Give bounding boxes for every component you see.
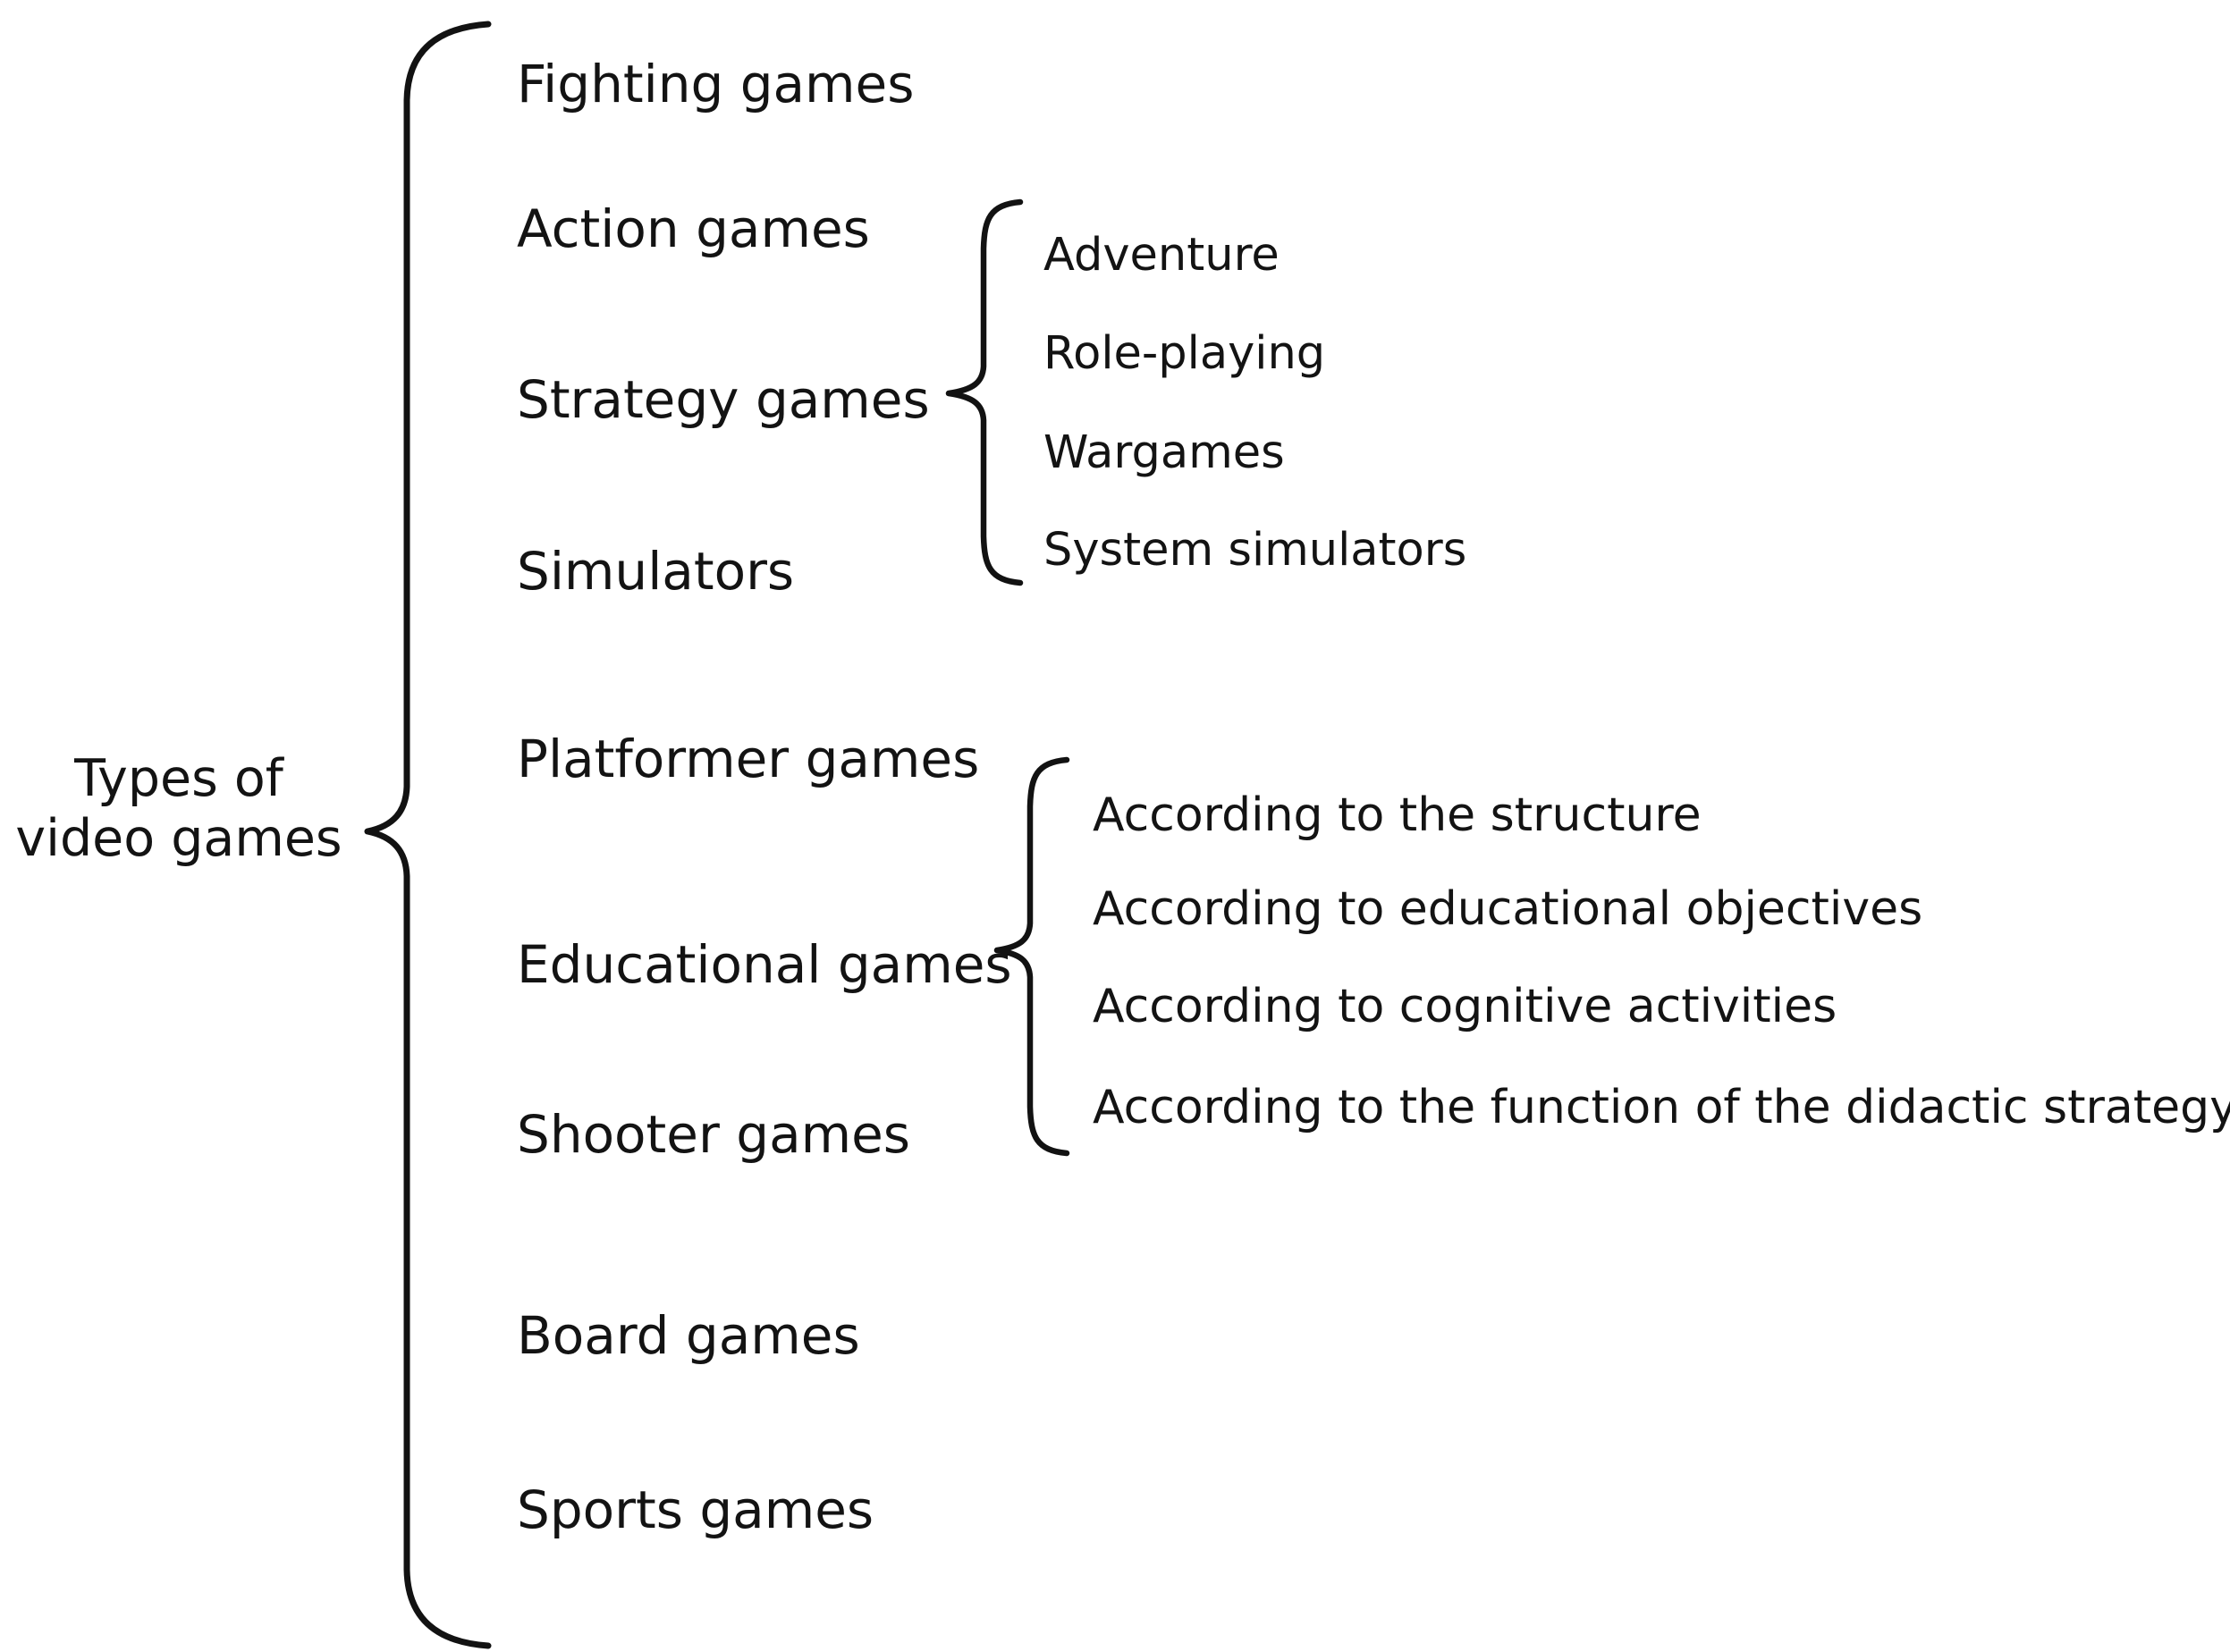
node-fighting-games: Fighting games	[517, 54, 915, 114]
root-label-line-2: video games	[15, 809, 342, 869]
node-according-to-educational-objectives: According to educational objectives	[1093, 882, 1923, 936]
node-board-games: Board games	[517, 1305, 860, 1366]
strategy-brace	[945, 198, 1024, 586]
node-educational-games: Educational games	[517, 934, 1012, 995]
root-label: Types of video games	[0, 749, 358, 870]
node-platformer-games: Platformer games	[517, 729, 980, 789]
root-brace	[364, 21, 492, 1649]
node-according-to-structure: According to the structure	[1093, 788, 1702, 842]
node-strategy-games: Strategy games	[517, 369, 930, 430]
node-according-to-didactic-strategy: According to the function of the didacti…	[1093, 1081, 2230, 1134]
node-wargames: Wargames	[1043, 426, 1285, 479]
node-adventure: Adventure	[1043, 229, 1280, 282]
node-action-games: Action games	[517, 198, 870, 259]
node-simulators: Simulators	[517, 541, 795, 602]
node-according-to-cognitive-activities: According to cognitive activities	[1093, 980, 1837, 1033]
root-label-line-1: Types of	[74, 749, 283, 808]
node-sports-games: Sports games	[517, 1479, 874, 1540]
node-shooter-games: Shooter games	[517, 1104, 911, 1165]
node-system-simulators: System simulators	[1043, 524, 1467, 577]
node-role-playing: Role-playing	[1043, 327, 1326, 380]
